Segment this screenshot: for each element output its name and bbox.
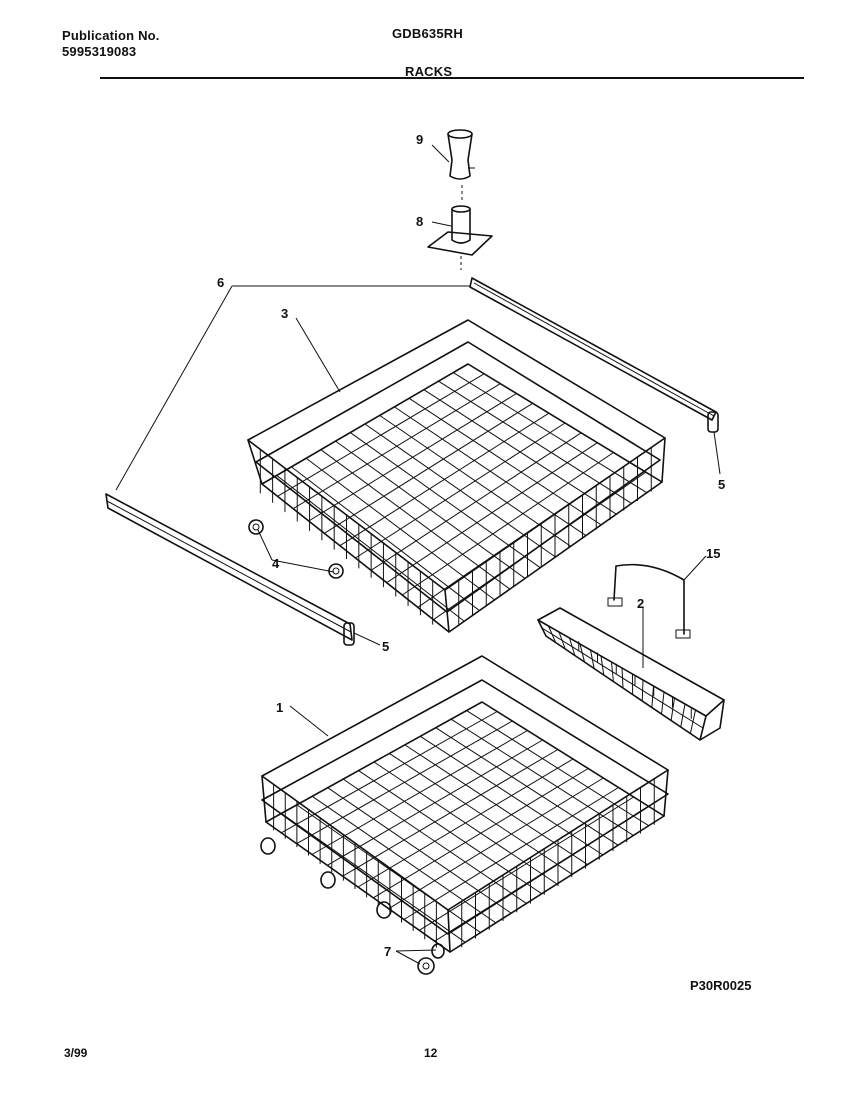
basket-wire (680, 703, 686, 728)
part-5-left-end-cap (343, 622, 355, 646)
upper-rack-wire (370, 432, 582, 571)
callout-5-left: 5 (382, 639, 389, 654)
callout-5-right: 5 (718, 477, 725, 492)
upper-rack-wire (277, 373, 485, 497)
basket-wire (670, 697, 675, 721)
callout-8: 8 (416, 214, 423, 229)
basket-wire (579, 643, 585, 663)
lower-rack-wire (281, 711, 498, 834)
basket-wire (558, 631, 566, 650)
basket-wire (641, 679, 644, 702)
model-number: GDB635RH (392, 26, 463, 41)
part-6-left-track (105, 493, 353, 641)
publication-label: Publication No. (62, 28, 160, 43)
callout-4: 4 (272, 556, 280, 571)
part-5-right-end-cap (707, 411, 719, 433)
lower-rack-wire (403, 787, 619, 920)
lower-rack-wire (296, 720, 513, 845)
upper-rack-wire (308, 393, 517, 522)
part-4-rollers (248, 519, 344, 579)
upper-rack-wire (324, 402, 533, 534)
basket-wire (600, 655, 605, 676)
figure-reference: P30R0025 (690, 978, 752, 993)
basket-wire (611, 661, 614, 682)
page-number: 12 (424, 1046, 438, 1060)
upper-rack-wire (292, 383, 501, 510)
lower-rack-wire (388, 777, 604, 910)
basket-wire (651, 685, 654, 708)
callout-7: 7 (384, 944, 391, 959)
part-6-right-track (469, 277, 717, 421)
callout-6: 6 (217, 275, 224, 290)
lower-rack-wire (419, 796, 634, 931)
callout-15: 15 (706, 546, 720, 561)
upper-rack-wire (401, 452, 614, 596)
callouts: 9 8 6 3 4 5 5 15 2 1 7 (217, 132, 725, 959)
upper-rack-wire (355, 422, 566, 559)
lower-rack-wire (327, 739, 543, 866)
upper-rack-wire (339, 412, 550, 547)
leader-lines (115, 144, 721, 965)
callout-9: 9 (416, 132, 423, 147)
basket-wire (661, 691, 665, 715)
lower-rack-wire (342, 749, 559, 877)
basket-wire (621, 667, 624, 689)
publication-number: 5995319083 (62, 44, 137, 59)
basket-wire (590, 649, 595, 669)
part-1-lower-rack (261, 655, 669, 953)
upper-rack-wire (417, 461, 630, 608)
basket-wire (548, 625, 557, 643)
lower-rack-wire (434, 806, 650, 942)
upper-rack-wire (386, 442, 598, 584)
part-3-upper-rack (247, 319, 666, 633)
section-title: RACKS (405, 64, 453, 79)
part-15-basket-handle (607, 563, 691, 639)
header-rule (100, 77, 804, 79)
part-8-manifold (427, 205, 493, 270)
part-9-spray-nozzle (447, 129, 475, 200)
lower-rack-wire (373, 768, 589, 899)
footer-date: 3/99 (64, 1046, 88, 1060)
part-2-silverware-basket (537, 607, 725, 741)
lower-rack-wire (311, 730, 528, 855)
basket-wire (569, 637, 576, 656)
callout-2: 2 (637, 596, 644, 611)
callout-3: 3 (281, 306, 288, 321)
callout-1: 1 (276, 700, 283, 715)
basket-wire (689, 709, 696, 734)
lower-rack-wire (357, 758, 574, 888)
part-7-wheels (260, 837, 445, 975)
